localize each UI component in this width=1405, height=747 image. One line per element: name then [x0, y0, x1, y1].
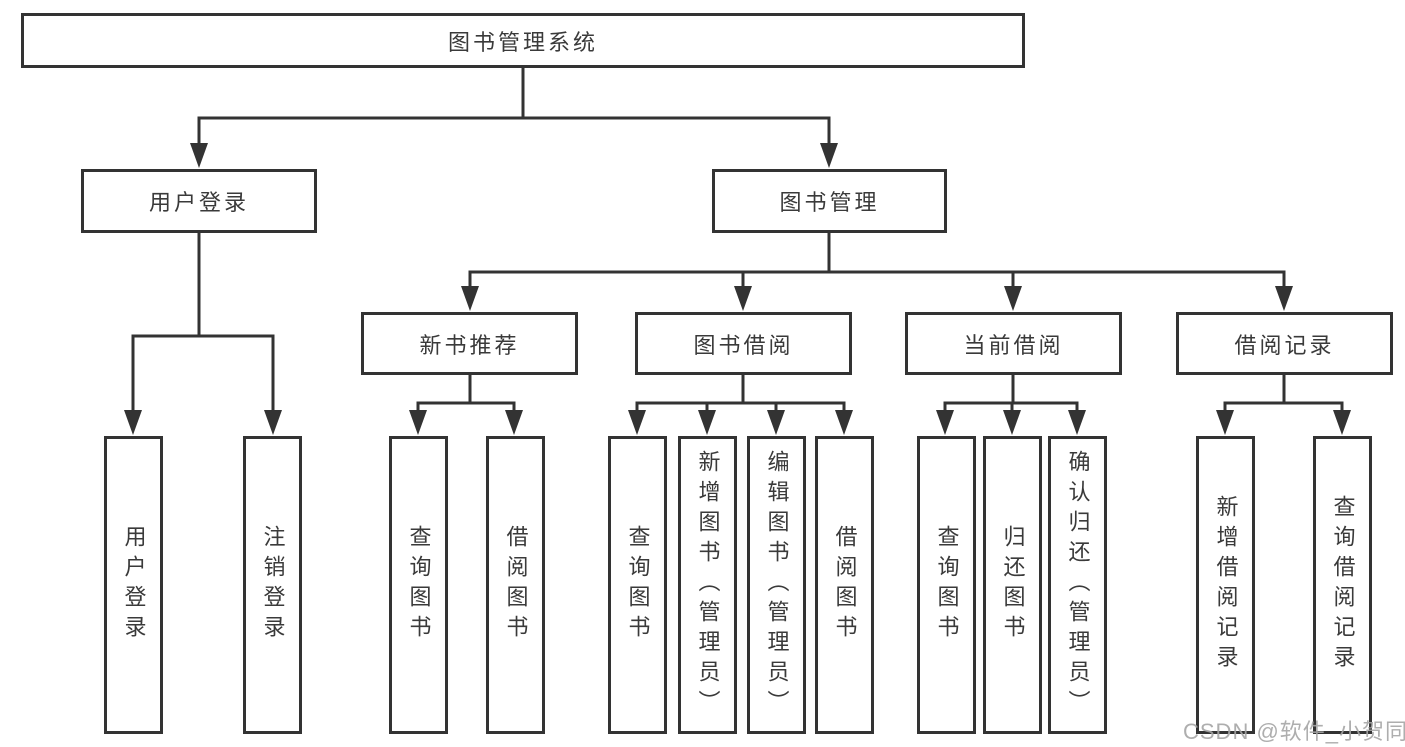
leaf-logout: 注销登录 [243, 436, 302, 734]
leaf-nb-borrow-books: 借阅图书 [486, 436, 545, 734]
leaf-cb-query-books: 查询图书 [917, 436, 976, 734]
leaf-br-query-record: 查询借阅记录 [1313, 436, 1372, 734]
node-borrow-records: 借阅记录 [1176, 312, 1393, 375]
leaf-cb-return-books: 归还图书 [983, 436, 1042, 734]
watermark: CSDN @软件_小贺同学 [1183, 719, 1405, 744]
leaf-bb-add-books-admin: 新增图书（管理员） [678, 436, 737, 734]
leaf-nb-query-books: 查询图书 [389, 436, 448, 734]
node-book-management: 图书管理 [712, 169, 947, 233]
node-library-system: 图书管理系统 [21, 13, 1025, 68]
node-book-borrowing: 图书借阅 [635, 312, 852, 375]
leaf-bb-edit-books-admin: 编辑图书（管理员） [747, 436, 806, 734]
leaf-br-add-record: 新增借阅记录 [1196, 436, 1255, 734]
leaf-cb-confirm-return-admin: 确认归还（管理员） [1048, 436, 1107, 734]
leaf-user-login: 用户登录 [104, 436, 163, 734]
node-current-borrowing: 当前借阅 [905, 312, 1122, 375]
node-user-login: 用户登录 [81, 169, 317, 233]
leaf-bb-borrow-books: 借阅图书 [815, 436, 874, 734]
node-new-book-recommend: 新书推荐 [361, 312, 578, 375]
leaf-bb-query-books: 查询图书 [608, 436, 667, 734]
